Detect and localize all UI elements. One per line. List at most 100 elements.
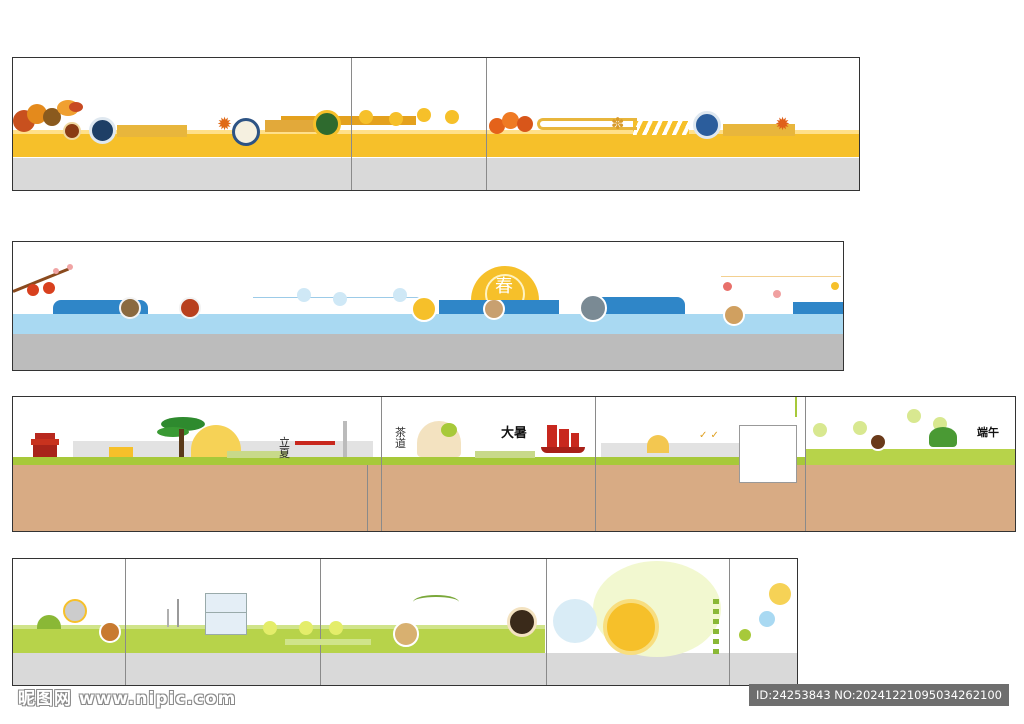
wind-turbine-icon-2 xyxy=(167,609,169,627)
autumn-yellow-band xyxy=(13,133,859,157)
autumn-diagonal-stripes xyxy=(633,121,689,135)
summer-label-lixia: 立夏 xyxy=(279,436,290,460)
autumn-text-block-3 xyxy=(723,124,795,136)
summer-red-bridge xyxy=(295,441,335,445)
summer-blank-board xyxy=(739,425,797,483)
autumn-medallion-food-1 xyxy=(63,122,81,140)
summer-label-dashu: 大暑 xyxy=(501,426,528,441)
autumn-band-top xyxy=(13,130,859,134)
panel-winter xyxy=(12,558,798,686)
wheat-icon: ✽ xyxy=(611,114,625,133)
winter-divider-1 xyxy=(125,559,126,685)
summer-green-band-right xyxy=(805,449,1015,465)
autumn-divider-1 xyxy=(351,58,352,190)
winter-green-band xyxy=(13,629,545,653)
spring-bubble-1 xyxy=(297,288,311,302)
winter-blue-dot xyxy=(759,611,775,627)
summer-divider-1 xyxy=(367,465,368,531)
panel-summer: 立夏 茶道 大暑 ✓ ✓ 端午 xyxy=(12,396,1016,532)
autumn-brown-strip xyxy=(281,116,416,125)
plum-blossom-branch-icon xyxy=(13,262,85,302)
autumn-medallion-moon xyxy=(89,117,116,144)
nipic-logo: 昵图网 www.nipic.com xyxy=(18,689,237,709)
spring-dark-strip-far-right xyxy=(793,302,843,314)
autumn-medallion-leaf xyxy=(313,110,341,138)
winter-half-circle xyxy=(63,599,87,623)
panel-autumn: ✹ ✽ ✹ xyxy=(12,57,860,191)
spring-medallion-2 xyxy=(179,297,201,319)
spring-floor xyxy=(13,334,843,370)
winter-green-hill xyxy=(37,615,61,629)
summer-tower xyxy=(343,421,347,457)
winter-floor xyxy=(13,653,797,685)
persimmons-icon xyxy=(489,112,535,136)
summer-floor xyxy=(13,465,1015,531)
winter-side-circle xyxy=(553,599,597,643)
summer-label-duanwu: 端午 xyxy=(977,426,999,439)
summer-yellow-sign xyxy=(109,447,133,457)
wind-turbine-icon xyxy=(177,599,179,627)
panel-spring: 春 xyxy=(12,241,844,371)
summer-hanging-icon xyxy=(795,397,797,417)
summer-bubble-2 xyxy=(853,421,867,435)
winter-green-dots xyxy=(713,599,719,655)
summer-green-band-left xyxy=(13,457,805,465)
summer-gray-skyline-2 xyxy=(601,443,751,457)
winter-green-band-top xyxy=(13,625,545,629)
winter-yellow-dot xyxy=(769,583,791,605)
tea-leaf-icon xyxy=(441,423,457,437)
spring-blue-band xyxy=(13,314,843,334)
winter-board xyxy=(205,593,247,635)
spring-dark-strip-right xyxy=(593,297,685,314)
winter-divider-3 xyxy=(546,559,547,685)
spring-medallion-1 xyxy=(119,297,141,319)
winter-bubble-3 xyxy=(329,621,343,635)
summer-bubble-3 xyxy=(907,409,921,423)
winter-divider-4 xyxy=(729,559,730,685)
autumn-swirl xyxy=(537,118,637,130)
summer-divider-4 xyxy=(805,397,806,531)
winter-divider-2 xyxy=(320,559,321,685)
lantern-icon-2 xyxy=(773,290,781,298)
summer-medallion xyxy=(869,433,887,451)
summer-bubble-1 xyxy=(813,423,827,437)
summer-yellow-mound xyxy=(647,435,669,453)
summer-divider-2 xyxy=(381,397,382,531)
lantern-icon xyxy=(723,282,732,291)
maple-leaf-icon: ✹ xyxy=(217,114,233,135)
swallow-icon: ✓ ✓ xyxy=(699,430,719,441)
winter-vine-icon xyxy=(413,595,459,609)
spring-strings xyxy=(721,276,841,297)
autumn-small-icons-row xyxy=(359,108,469,128)
autumn-divider-2 xyxy=(486,58,487,190)
pine-tree-icon xyxy=(157,415,209,457)
winter-medallion-3 xyxy=(507,607,537,637)
summer-divider-3 xyxy=(595,397,596,531)
spring-medallion-3 xyxy=(483,298,505,320)
autumn-medallion-crane xyxy=(232,118,260,146)
spring-medallion-4 xyxy=(579,294,607,322)
winter-clock-wheel xyxy=(603,599,659,655)
winter-green-dot xyxy=(739,629,751,641)
summer-text-strip-2 xyxy=(475,451,535,458)
winter-bubble-1 xyxy=(263,621,277,635)
autumn-medallion-blue xyxy=(693,111,721,139)
spring-sun-emblem: 春 xyxy=(471,266,539,300)
winter-medallion-2 xyxy=(393,621,419,647)
autumn-floor xyxy=(13,158,859,190)
winter-bubble-2 xyxy=(299,621,313,635)
autumn-leaves-right: ✹ xyxy=(775,114,791,135)
junk-ship-icon xyxy=(541,425,585,457)
spring-medallion-5 xyxy=(723,304,745,326)
spring-medallion-rooster xyxy=(411,296,437,322)
winter-medallion-1 xyxy=(99,621,121,643)
spring-bubble-3 xyxy=(393,288,407,302)
autumn-leaves-left xyxy=(13,100,83,136)
lantern-icon-3 xyxy=(831,282,839,290)
autumn-text-block-1 xyxy=(117,125,187,137)
zongzi-icon xyxy=(929,427,957,447)
spring-label: 春 xyxy=(495,276,513,297)
temple-icon xyxy=(31,433,59,457)
winter-connector-strip xyxy=(285,639,371,645)
summer-text-strip-1 xyxy=(227,451,287,458)
